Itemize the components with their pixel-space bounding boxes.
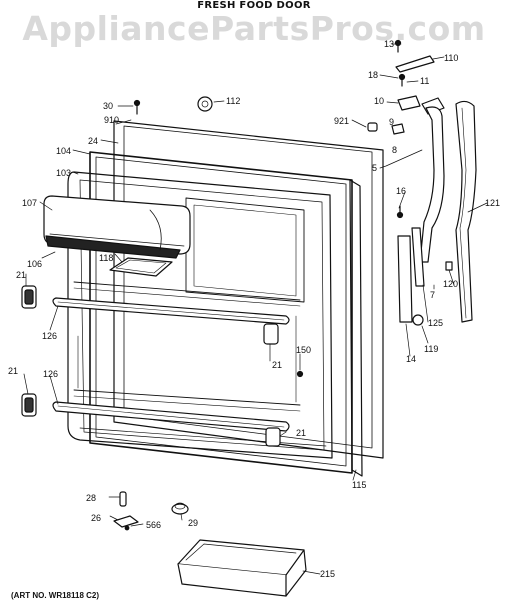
callout-16: 16 (396, 186, 407, 196)
handle-cover (455, 100, 477, 323)
callout-566: 566 (146, 520, 162, 530)
dairy-door (43, 195, 191, 259)
callout-21-upper-left: 21 (16, 270, 27, 280)
callout-107: 107 (22, 198, 38, 208)
storage-bin (177, 539, 307, 597)
screw (296, 370, 304, 378)
callout-125: 125 (428, 318, 444, 328)
callout-7: 7 (430, 290, 436, 300)
callout-215: 215 (320, 569, 336, 579)
callout-18: 18 (368, 70, 379, 80)
callout-28: 28 (86, 493, 97, 503)
callout-910: 910 (104, 115, 120, 125)
callout-21-lower-left: 21 (8, 366, 19, 376)
art-number: (ART NO. WR18118 C2) (11, 591, 100, 600)
callout-103: 103 (56, 168, 72, 178)
callout-118: 118 (99, 253, 114, 263)
callout-120: 120 (443, 279, 459, 289)
callout-21-mid-right: 21 (272, 360, 283, 370)
callout-110: 110 (444, 53, 459, 63)
callout-24: 24 (88, 136, 99, 146)
callout-14: 14 (406, 354, 417, 364)
callout-104: 104 (56, 146, 72, 156)
door-bar-lower (52, 401, 290, 432)
diagram-title: FRESH FOOD DOOR (197, 0, 311, 11)
door-gasket (89, 151, 353, 474)
callout-126-lower: 126 (43, 369, 59, 379)
hinge-side-trim (349, 179, 363, 477)
hinge-arm (419, 106, 445, 263)
callout-8: 8 (392, 145, 398, 155)
small-shelf (109, 257, 173, 277)
callout-150: 150 (296, 345, 312, 355)
callout-9: 9 (389, 117, 395, 127)
callout-112: 112 (226, 96, 241, 106)
hinge-parts (133, 39, 453, 326)
callout-126-upper: 126 (42, 331, 58, 341)
callout-921: 921 (334, 116, 350, 126)
callout-119: 119 (424, 344, 439, 354)
bar-end-cap (21, 285, 281, 447)
watermark: AppliancePartsPros.com (22, 9, 486, 48)
callout-11: 11 (420, 76, 430, 86)
callout-21-lower-right: 21 (296, 428, 307, 438)
callout-10: 10 (374, 96, 385, 106)
handle-strip (411, 227, 425, 287)
callout-30: 30 (103, 101, 114, 111)
door-liner (67, 171, 333, 459)
door-outer-panel (113, 120, 384, 459)
loose-parts (113, 491, 189, 531)
callout-13: 13 (384, 39, 395, 49)
callout-106: 106 (27, 259, 43, 269)
callout-115: 115 (352, 480, 367, 490)
callout-26: 26 (91, 513, 102, 523)
callout-5: 5 (372, 163, 378, 173)
handle-insert (397, 235, 413, 323)
callout-29: 29 (188, 518, 199, 528)
callout-121: 121 (485, 198, 501, 208)
door-bar-upper (52, 297, 290, 325)
leader-lines (23, 43, 488, 575)
